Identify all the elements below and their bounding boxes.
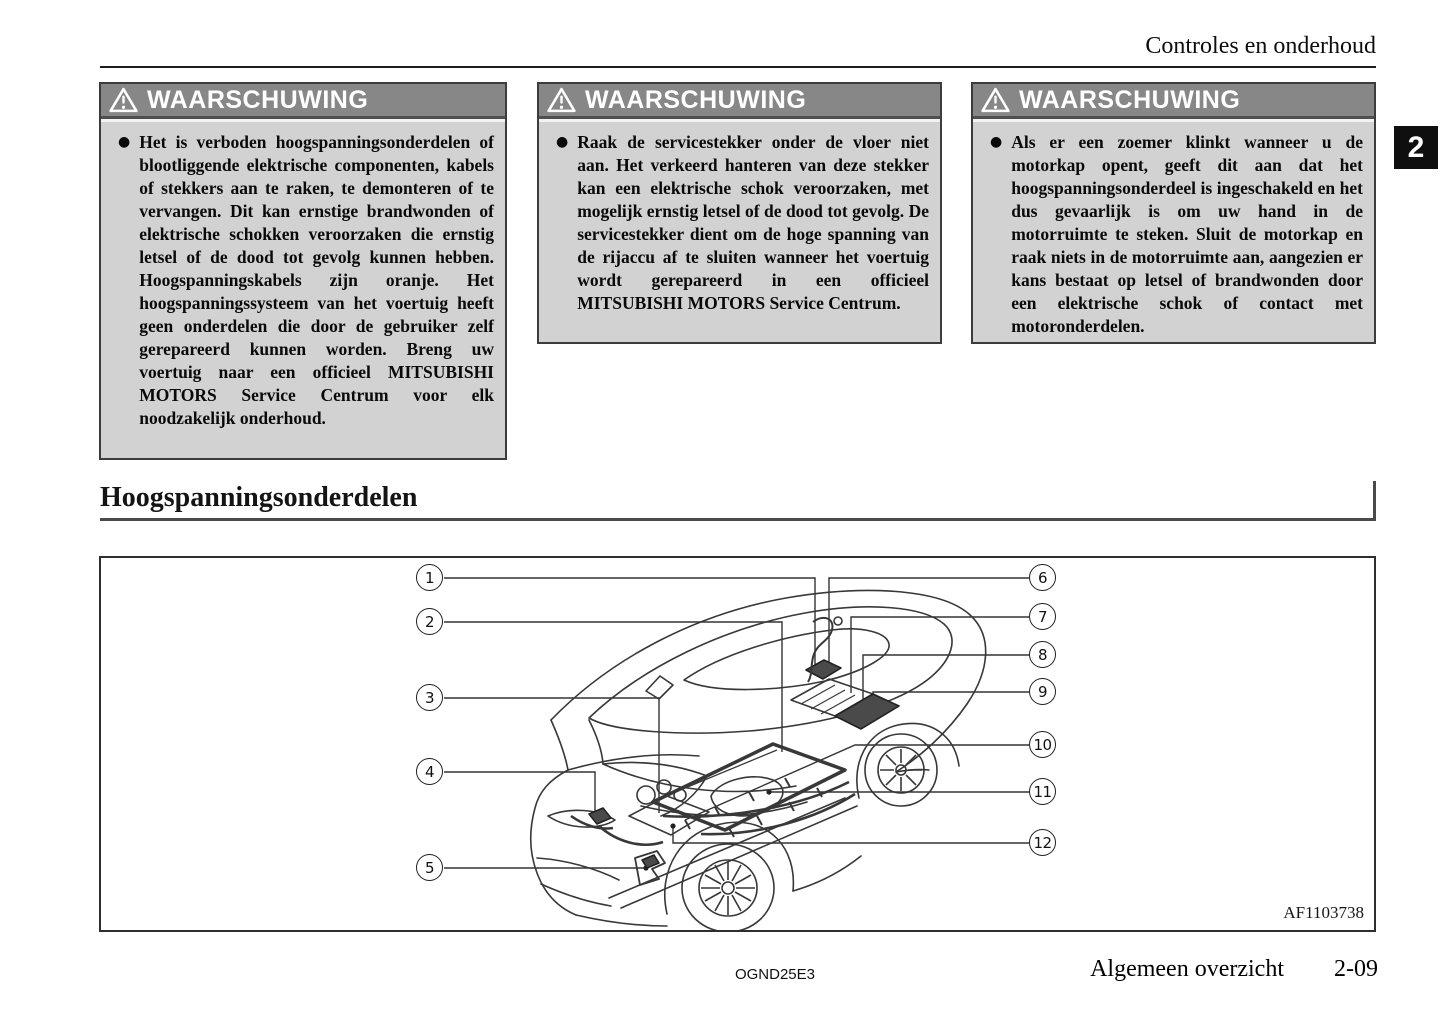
callout-2: 2 bbox=[416, 608, 443, 635]
page-header-title: Controles en onderhoud bbox=[1145, 33, 1376, 59]
section-rule-tick bbox=[1373, 481, 1376, 521]
warning-text: Raak de servicestekker onder de vloer ni… bbox=[577, 132, 929, 313]
warning-triangle-icon bbox=[547, 87, 576, 113]
callout-8: 8 bbox=[1029, 641, 1056, 668]
hv-components bbox=[570, 616, 900, 886]
rear-wheel bbox=[864, 733, 938, 807]
header-rule bbox=[100, 66, 1376, 68]
warning-title: WAARSCHUWING bbox=[585, 85, 807, 114]
chapter-tab-label: 2 bbox=[1407, 130, 1425, 164]
warning-text: Als er een zoemer klinkt wanneer u de mo… bbox=[1011, 132, 1363, 336]
section-title: Hoogspanningsonderdelen bbox=[100, 482, 418, 513]
callout-11: 11 bbox=[1029, 778, 1056, 805]
warning-box-3: WAARSCHUWING ● Als er een zoemer klinkt … bbox=[971, 82, 1376, 344]
footer-right: Algemeen overzicht 2-09 bbox=[100, 956, 1378, 983]
bullet-icon: ● bbox=[118, 134, 131, 150]
page-number: 2-09 bbox=[1334, 956, 1378, 982]
warning-box-1: WAARSCHUWING ● Het is verboden hoogspann… bbox=[99, 82, 507, 460]
car-body bbox=[529, 589, 987, 927]
leader-lines bbox=[444, 577, 1029, 869]
warning-header: WAARSCHUWING bbox=[973, 84, 1374, 119]
warning-title: WAARSCHUWING bbox=[1019, 85, 1241, 114]
callout-10: 10 bbox=[1029, 731, 1056, 758]
document-code: OGND25E3 bbox=[734, 966, 816, 983]
callout-6: 6 bbox=[1029, 564, 1056, 591]
warning-title: WAARSCHUWING bbox=[147, 85, 369, 114]
callout-1: 1 bbox=[416, 564, 443, 591]
warning-header: WAARSCHUWING bbox=[539, 84, 940, 119]
callout-12: 12 bbox=[1029, 829, 1056, 856]
front-wheel bbox=[681, 843, 775, 930]
callout-7: 7 bbox=[1029, 603, 1056, 630]
warning-text: Het is verboden hoogspanningsonderdelen … bbox=[139, 132, 494, 428]
section-rule bbox=[100, 518, 1376, 521]
high-voltage-components-diagram: 1 2 3 4 5 6 7 8 9 10 11 12 AF1103738 bbox=[99, 556, 1376, 932]
warning-body: ● Als er een zoemer klinkt wanneer u de … bbox=[973, 119, 1374, 338]
warning-triangle-icon bbox=[109, 87, 138, 113]
figure-code: AF1103738 bbox=[1283, 903, 1364, 922]
warning-triangle-icon bbox=[981, 87, 1010, 113]
callout-4: 4 bbox=[416, 758, 443, 785]
bullet-icon: ● bbox=[990, 134, 1003, 150]
callout-3: 3 bbox=[416, 684, 443, 711]
warning-box-2: WAARSCHUWING ● Raak de servicestekker on… bbox=[537, 82, 942, 344]
bullet-icon: ● bbox=[556, 134, 569, 150]
chapter-tab: 2 bbox=[1394, 126, 1438, 169]
callout-9: 9 bbox=[1029, 678, 1056, 705]
callout-5: 5 bbox=[416, 854, 443, 881]
footer-section-name: Algemeen overzicht bbox=[1090, 956, 1284, 982]
warning-header: WAARSCHUWING bbox=[101, 84, 505, 119]
warning-body: ● Het is verboden hoogspanningsonderdele… bbox=[101, 119, 505, 430]
car-illustration bbox=[444, 577, 1029, 930]
warning-body: ● Raak de servicestekker onder de vloer … bbox=[539, 119, 940, 315]
